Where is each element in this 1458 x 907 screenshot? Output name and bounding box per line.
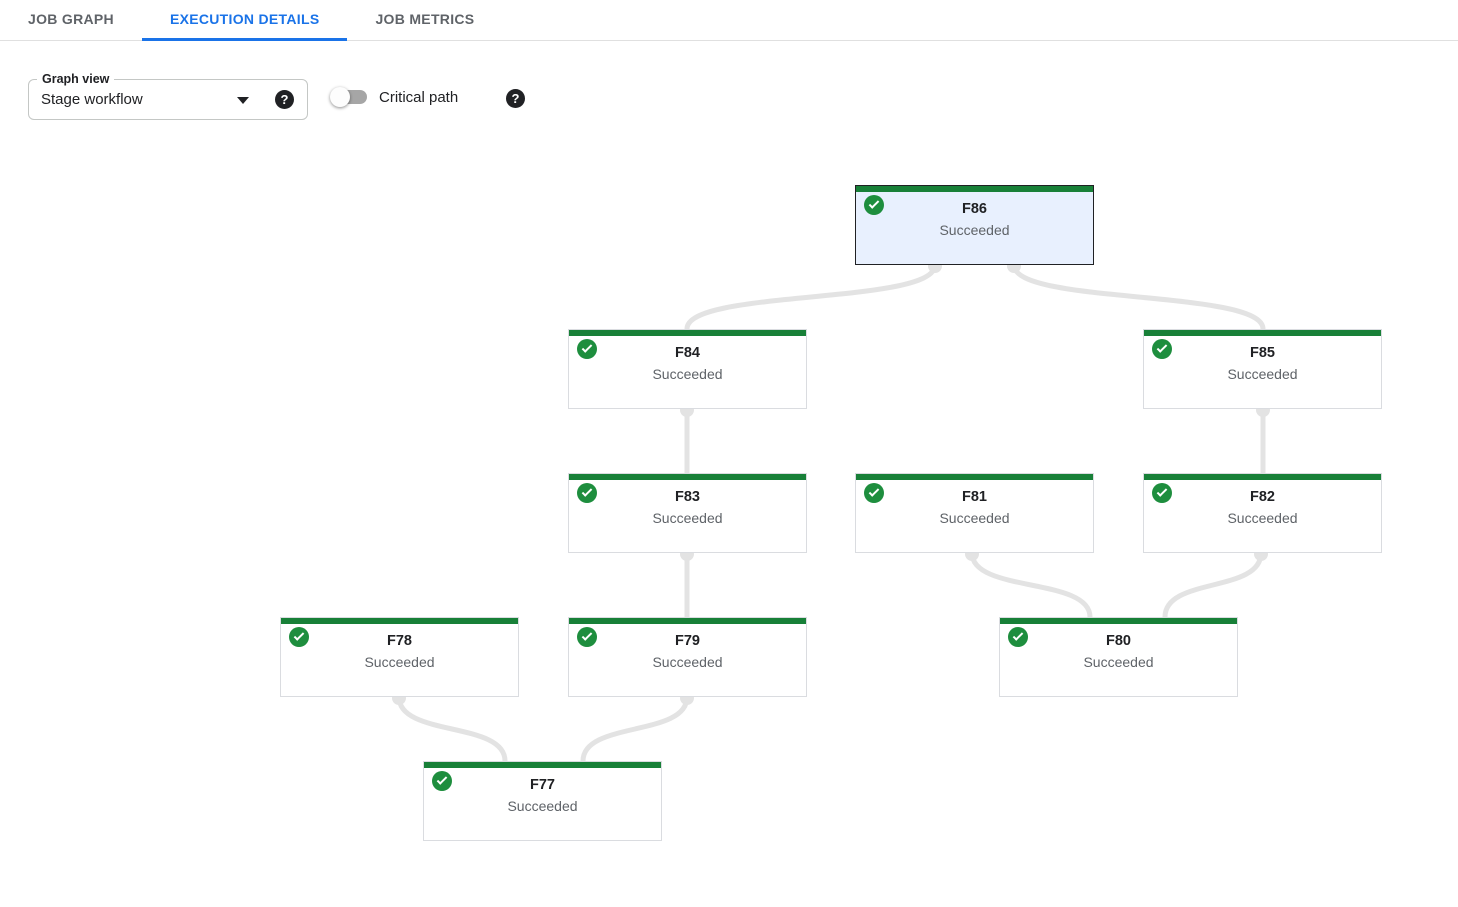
success-check-icon — [864, 195, 884, 215]
edge-f79-f77 — [580, 696, 690, 762]
stage-status-bar — [856, 474, 1093, 480]
success-check-icon — [577, 627, 597, 647]
edge-f86-f84 — [684, 264, 938, 330]
tab-job-graph-label: JOB GRAPH — [28, 11, 114, 27]
critical-path-label: Critical path — [379, 89, 459, 106]
stage-node-status: Succeeded — [1227, 366, 1298, 382]
stage-node-title: F83 — [675, 489, 700, 505]
success-check-icon — [864, 483, 884, 503]
stage-node-status: Succeeded — [652, 510, 723, 526]
stage-status-bar — [569, 618, 806, 624]
edge-f81-f80 — [969, 552, 1093, 618]
tab-job-graph[interactable]: JOB GRAPH — [0, 0, 142, 41]
stage-status-bar — [281, 618, 518, 624]
stage-node-status: Succeeded — [939, 222, 1010, 238]
tab-execution-details-label: EXECUTION DETAILS — [169, 11, 320, 27]
graph-view-select[interactable]: Graph view Stage workflow ? — [28, 71, 308, 120]
stage-status-bar — [856, 186, 1093, 192]
stage-status-bar — [1144, 474, 1381, 480]
stage-status-bar — [569, 474, 806, 480]
graph-view-help-icon[interactable]: ? — [275, 90, 294, 109]
success-check-icon — [1152, 483, 1172, 503]
graph-view-select-value: Stage workflow — [41, 91, 143, 108]
tab-job-metrics-label: JOB METRICS — [375, 11, 475, 27]
stage-node-title: F86 — [962, 201, 987, 217]
critical-path-toggle[interactable] — [330, 87, 370, 107]
success-check-icon — [577, 483, 597, 503]
stage-status-bar — [1144, 330, 1381, 336]
stage-node-status: Succeeded — [364, 654, 435, 670]
edge-f86-f85 — [1011, 264, 1266, 330]
stage-node-title: F80 — [1106, 633, 1131, 649]
stage-node-title: F81 — [962, 489, 987, 505]
tab-bar: JOB GRAPH EXECUTION DETAILS JOB METRICS — [0, 0, 1458, 41]
graph-view-select-label: Graph view — [37, 71, 115, 87]
tab-job-metrics[interactable]: JOB METRICS — [347, 0, 502, 41]
success-check-icon — [1152, 339, 1172, 359]
stage-status-bar — [1000, 618, 1237, 624]
stage-status-bar — [569, 330, 806, 336]
stage-node-title: F77 — [530, 777, 555, 793]
stage-node-status: Succeeded — [1227, 510, 1298, 526]
stage-node-title: F82 — [1250, 489, 1275, 505]
stage-node-title: F79 — [675, 633, 700, 649]
success-check-icon — [289, 627, 309, 647]
success-check-icon — [432, 771, 452, 791]
chevron-down-icon — [237, 97, 249, 104]
stage-node-title: F78 — [387, 633, 412, 649]
success-check-icon — [577, 339, 597, 359]
stage-node-status: Succeeded — [1083, 654, 1154, 670]
edge-f82-f80 — [1162, 552, 1264, 618]
graph-controls: Graph view Stage workflow ? Critical pat… — [0, 0, 1458, 140]
toggle-thumb — [330, 87, 350, 107]
edge-f78-f77 — [396, 696, 508, 762]
stage-node-title: F85 — [1250, 345, 1275, 361]
stage-status-bar — [424, 762, 661, 768]
critical-path-help-icon[interactable]: ? — [506, 89, 525, 108]
tab-execution-details[interactable]: EXECUTION DETAILS — [141, 0, 348, 41]
stage-node-title: F84 — [675, 345, 700, 361]
stage-node-status: Succeeded — [939, 510, 1010, 526]
stage-node-status: Succeeded — [652, 366, 723, 382]
success-check-icon — [1008, 627, 1028, 647]
stage-node-status: Succeeded — [507, 798, 578, 814]
stage-node-status: Succeeded — [652, 654, 723, 670]
